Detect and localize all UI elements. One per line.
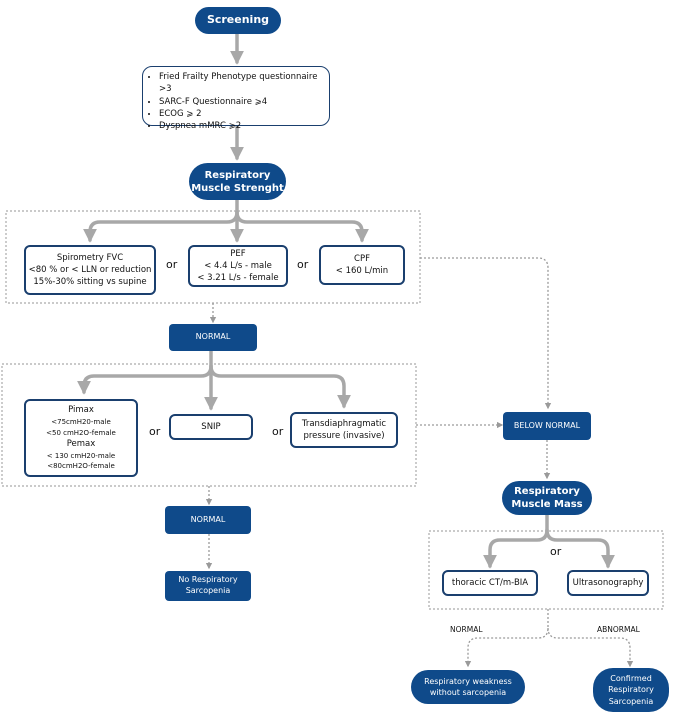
arrow-to-spirometry [83,198,239,243]
or-label: or [166,258,178,271]
muscle-strength-node: Respiratory Muscle Strenght [189,163,286,200]
criteria-list: Fried Frailty Phenotype questionnaire >3… [149,71,323,133]
or-label: or [149,425,161,438]
normal-label: NORMAL [450,625,483,634]
below-normal-badge: BELOW NORMAL [503,412,591,440]
normal-badge-1: NORMAL [169,324,257,351]
dotted-to-confirmed [547,627,634,668]
confirmed-result: Confirmed Respiratory Sarcopenia [593,668,669,712]
criteria-item: SARC-F Questionnaire ⩾4 [159,96,323,108]
arrow-to-pdi [209,364,351,409]
pimax-pemax-box: Pimax <75cmH20-male <50 cmH2O-female Pem… [24,399,138,477]
screening-criteria-box: Fried Frailty Phenotype questionnaire >3… [142,66,330,131]
dotted-to-below-normal-top [420,257,552,410]
no-sarcopenia-badge: No Respiratory Sarcopenia [165,571,251,601]
spirometry-box: Spirometry FVC <80 % or < LLN or reducti… [24,245,156,295]
or-label: or [297,258,309,271]
arrow-to-pimax [77,349,213,395]
cpf-box: CPF < 160 L/min [319,245,405,285]
screening-node: Screening [195,7,281,34]
arrow-to-us [545,528,615,569]
pdi-box: Transdiaphragmatic pressure (invasive) [290,412,398,448]
arrow-to-cpf [235,210,369,243]
criteria-item: Dyspnea mMRC ⩾2 [159,120,323,132]
pef-box: PEF < 4.4 L/s - male < 3.21 L/s - female [188,245,288,287]
arrow-to-ct [483,512,549,569]
muscle-mass-node: Respiratory Muscle Mass [502,481,592,515]
abnormal-label: ABNORMAL [597,625,640,634]
dotted-to-weakness [464,609,549,668]
criteria-item: Fried Frailty Phenotype questionnaire >3 [159,71,323,96]
ultrasonography-box: Ultrasonography [567,570,649,596]
weakness-result: Respiratory weakness without sarcopenia [411,670,525,704]
criteria-item: ECOG ⩾ 2 [159,108,323,120]
or-label: or [550,545,562,558]
or-label: or [272,425,284,438]
snip-box: SNIP [169,414,253,440]
ct-bia-box: thoracic CT/m-BIA [442,570,538,596]
normal-badge-2: NORMAL [165,506,251,534]
